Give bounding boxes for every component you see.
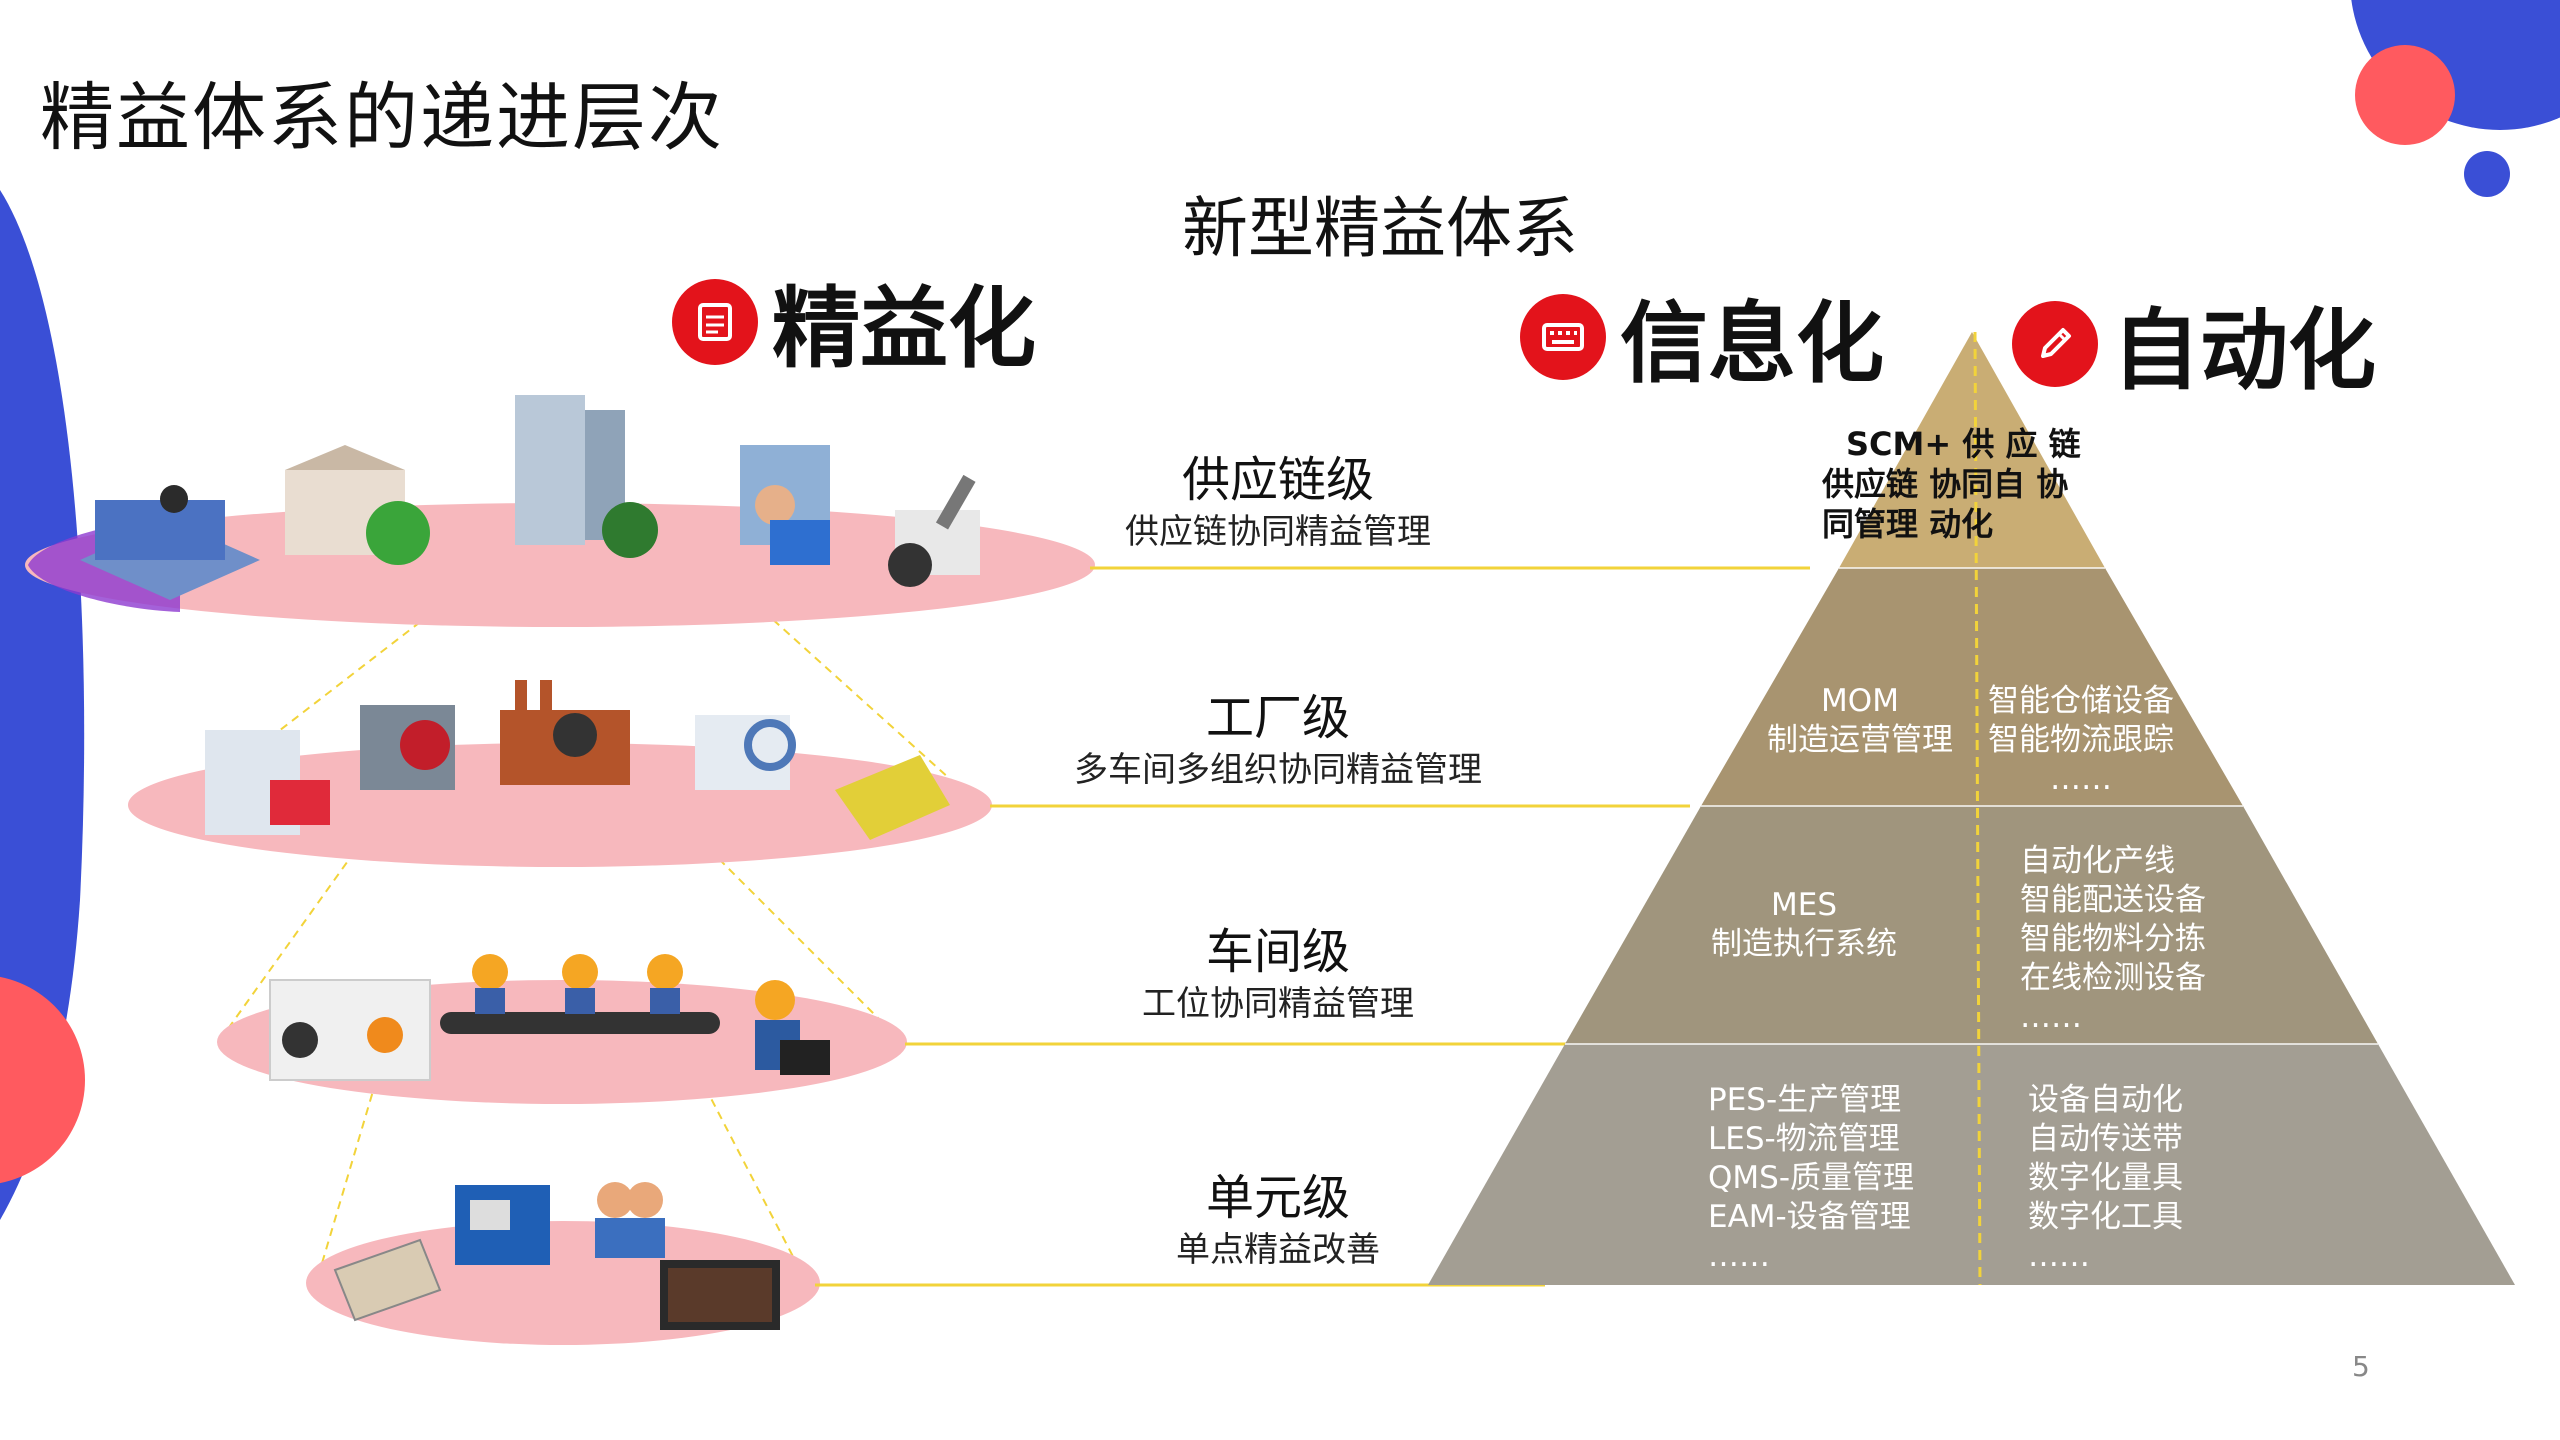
pyramid-tier2-right: 智能仓储设备 智能物流跟踪 …… — [1988, 682, 2174, 799]
pyramid-cell-line: MES — [1770, 887, 1837, 923]
factory-plant-icon — [360, 705, 455, 790]
factory-shelf-icon — [835, 755, 950, 840]
supply-chain-user-building-icon — [740, 445, 830, 565]
pyramid-cell-line: MOM — [1821, 683, 1899, 719]
pyramid-cell-line: 在线检测设备 — [2020, 960, 2206, 996]
workshop-assembly-line-icon — [440, 954, 720, 1034]
level-name: 车间级 — [1205, 924, 1350, 980]
pyramid-cell-line: 数字化工具 — [2028, 1199, 2183, 1235]
supply-chain-shop-icon — [285, 445, 430, 565]
level-workshop: 车间级 工位协同精益管理 — [1018, 924, 1538, 1026]
category-lean: 精益化 — [672, 258, 1036, 385]
pyramid-cell-line: 制造运营管理 — [1767, 722, 1953, 758]
supply-chain-tower-icon — [515, 395, 658, 558]
left-coral-circle — [0, 976, 85, 1184]
supply-chain-tools-icon — [888, 474, 980, 587]
category-informatization: 信息化 — [1520, 273, 1884, 400]
pyramid-tier2 — [1701, 568, 2243, 806]
pyramid-top-line: SCM+ 供 应 链 — [1846, 425, 2081, 463]
pyramid-tier3-right: 自动化产线 智能配送设备 智能物料分拣 在线检测设备 …… — [2020, 842, 2206, 1037]
connector-lines — [815, 566, 1810, 1287]
top-right-blue-circle — [2351, 0, 2560, 130]
workshop-robot-icon — [269, 979, 431, 1081]
workshop-operator-icon — [755, 980, 830, 1075]
level-desc: 多车间多组织协同精益管理 — [1074, 749, 1482, 790]
level-desc: 工位协同精益管理 — [1142, 983, 1414, 1024]
pyramid-tier3 — [1565, 806, 2378, 1044]
pyramid-top — [1839, 332, 2105, 568]
pyramid-cell-line: 智能配送设备 — [2020, 882, 2206, 918]
document-icon — [672, 278, 758, 365]
level-name: 工厂级 — [1205, 690, 1350, 746]
top-right-small-blue-circle — [2464, 151, 2510, 197]
page-title: 精益体系的递进层次 — [40, 75, 724, 161]
pyramid-cell-line: PES-生产管理 — [1708, 1082, 1902, 1118]
diagram-subtitle: 新型精益体系 — [1182, 190, 1578, 267]
level-name: 单元级 — [1205, 1170, 1350, 1226]
pyramid-cell-line: 自动化产线 — [2020, 843, 2175, 879]
pyramid-cell-line: 设备自动化 — [2028, 1082, 2183, 1118]
level-desc: 单点精益改善 — [1176, 1229, 1380, 1270]
unit-monitor-icon — [660, 1260, 780, 1330]
pyramid-cell-line: 自动传送带 — [2028, 1121, 2183, 1157]
pyramid-cell-line: EAM-设备管理 — [1708, 1199, 1911, 1235]
factory-warehouse-search-icon — [695, 715, 796, 790]
factory-brick-icon — [500, 680, 630, 785]
pyramid-top-line: 供应链 协同自 协 — [1822, 465, 2069, 503]
pyramid-cell-line: LES-物流管理 — [1708, 1121, 1900, 1157]
pyramid-cell-line: …… — [2050, 761, 2112, 797]
category-label: 信息化 — [1620, 292, 1885, 395]
level-unit: 单元级 单点精益改善 — [1018, 1170, 1538, 1272]
level-name: 供应链级 — [1181, 452, 1374, 508]
pyramid-cell-line: 智能物料分拣 — [2020, 921, 2206, 957]
funnel-lines — [169, 544, 991, 1271]
unit-cnc-icon — [455, 1185, 550, 1265]
pyramid-cell-line: 智能物流跟踪 — [1988, 722, 2174, 758]
pyramid-cell-line: …… — [1708, 1238, 1770, 1274]
pyramid-cell-line: 数字化量具 — [2028, 1160, 2183, 1196]
pyramid-cell-line: …… — [2028, 1238, 2090, 1274]
unit-workers-icon — [595, 1182, 665, 1258]
keyboard-icon — [1520, 293, 1606, 380]
supply-chain-office-icon — [80, 485, 260, 600]
pyramid-tier3-left: MES 制造执行系统 — [1706, 886, 1902, 964]
factory-office-icon — [205, 730, 330, 835]
left-blue-arc — [0, 190, 85, 1220]
pencil-icon — [2012, 300, 2098, 387]
pyramid-tier2-left: MOM 制造运营管理 — [1762, 682, 1958, 760]
pyramid-top-text: SCM+ 供 应 链 供应链 协同自 协 同管理 动化 — [1822, 424, 2081, 544]
category-label: 自动化 — [2112, 299, 2377, 402]
level-factory: 工厂级 多车间多组织协同精益管理 — [1018, 690, 1538, 792]
pyramid-tier4 — [1428, 1044, 2515, 1285]
pyramid-dividers — [1565, 567, 2378, 1045]
pyramid-top-line: 同管理 动化 — [1822, 505, 1994, 543]
level-desc: 供应链协同精益管理 — [1125, 511, 1431, 552]
pyramid-tier4-left: PES-生产管理 LES-物流管理 QMS-质量管理 EAM-设备管理 …… — [1708, 1081, 1914, 1276]
category-automation: 自动化 — [2012, 280, 2376, 407]
pyramid-cell-line: 制造执行系统 — [1711, 926, 1897, 962]
pyramid-cell-line: …… — [2020, 999, 2082, 1035]
level-supply-chain: 供应链级 供应链协同精益管理 — [1018, 452, 1538, 554]
unit-rack-icon — [333, 1238, 442, 1322]
pyramid-cell-line: QMS-质量管理 — [1708, 1160, 1915, 1196]
pyramid-tier4-right: 设备自动化 自动传送带 数字化量具 数字化工具 …… — [2028, 1081, 2183, 1276]
pyramid-center-line — [1973, 331, 1982, 1286]
category-label: 精益化 — [772, 277, 1037, 380]
page-number: 5 — [2352, 1350, 2370, 1383]
top-right-coral-circle — [2355, 45, 2455, 145]
pyramid-cell-line: 智能仓储设备 — [1988, 683, 2174, 719]
